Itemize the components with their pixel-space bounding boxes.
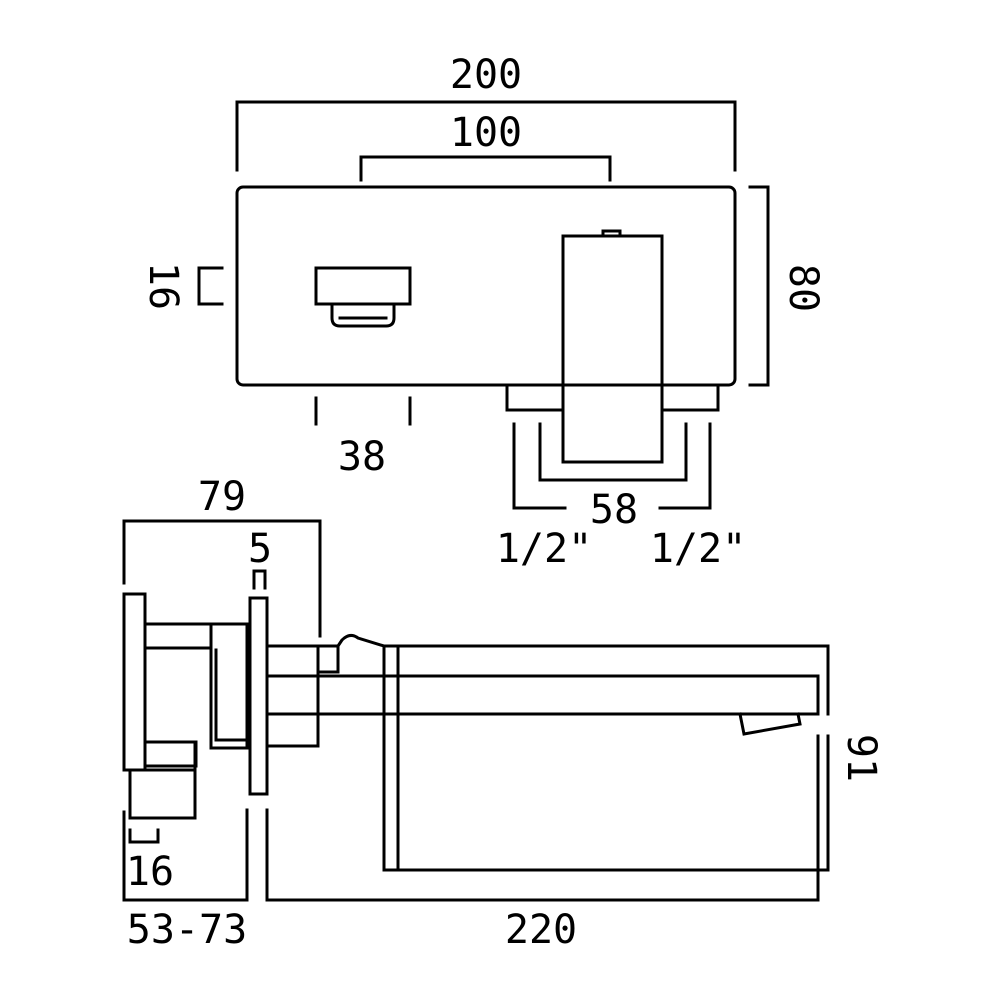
dim-line-handle-offset [197, 266, 224, 306]
dim-connection-right: 1/2" [650, 526, 746, 572]
handle-side [382, 644, 400, 872]
dim-wall-depth-range: 53-73 [127, 907, 247, 953]
dim-line-handle-offset-side [128, 828, 160, 844]
upper-fixing-bracket [143, 622, 213, 650]
spout-outlet-side [738, 712, 802, 736]
dim-line-connection-left [512, 422, 567, 510]
dim-line-spout-projection [265, 734, 820, 902]
side-view-dimensions [122, 519, 830, 902]
dim-handle-offset-top: 16 [140, 262, 186, 310]
dim-connection-left: 1/2" [496, 526, 592, 572]
rear-fixing-plate [122, 592, 147, 772]
dim-line-spout-width [314, 396, 412, 426]
dim-line-overall-width [235, 100, 737, 172]
spout-outlet [314, 266, 412, 306]
dim-spout-height: 91 [838, 734, 884, 782]
dim-line-wall-depth [122, 808, 249, 902]
wall-plate-side [248, 596, 269, 796]
side-view [122, 592, 830, 872]
spout-mount [265, 644, 320, 748]
dim-line-connection-right [658, 422, 712, 510]
handle-cap [601, 229, 622, 238]
dim-spout-centres: 100 [450, 110, 522, 156]
dim-plate-thickness: 5 [248, 526, 272, 572]
dim-body-centres: 58 [590, 487, 638, 533]
dim-line-spout-centres [359, 155, 612, 182]
spout-height-ref [396, 644, 830, 716]
dim-handle-offset-side: 16 [126, 849, 174, 895]
dim-plate-height: 80 [780, 264, 826, 312]
front-view [235, 185, 737, 464]
valve-housing-inner [214, 648, 249, 742]
dim-line-spout-height [396, 734, 830, 872]
dim-body-depth: 79 [198, 474, 246, 520]
valve-body [505, 383, 720, 412]
dim-line-body-depth [122, 519, 322, 638]
aerator [330, 302, 396, 328]
wall-plate-outline [235, 185, 737, 387]
spout-side [265, 674, 820, 716]
front-view-dimensions [197, 100, 770, 510]
dim-spout-projection: 220 [505, 907, 577, 953]
lever-side [335, 633, 386, 649]
dim-line-body-centres [538, 422, 688, 482]
dim-line-plate-thickness [252, 569, 267, 590]
dim-overall-width: 200 [450, 52, 522, 98]
dim-spout-width: 38 [338, 434, 386, 480]
cartridge-body [128, 768, 197, 820]
lever-pivot [316, 644, 340, 674]
valve-housing [209, 622, 249, 750]
dim-line-plate-height [748, 185, 770, 387]
lower-fixing-bracket [143, 740, 198, 768]
lever-handle [561, 234, 664, 464]
